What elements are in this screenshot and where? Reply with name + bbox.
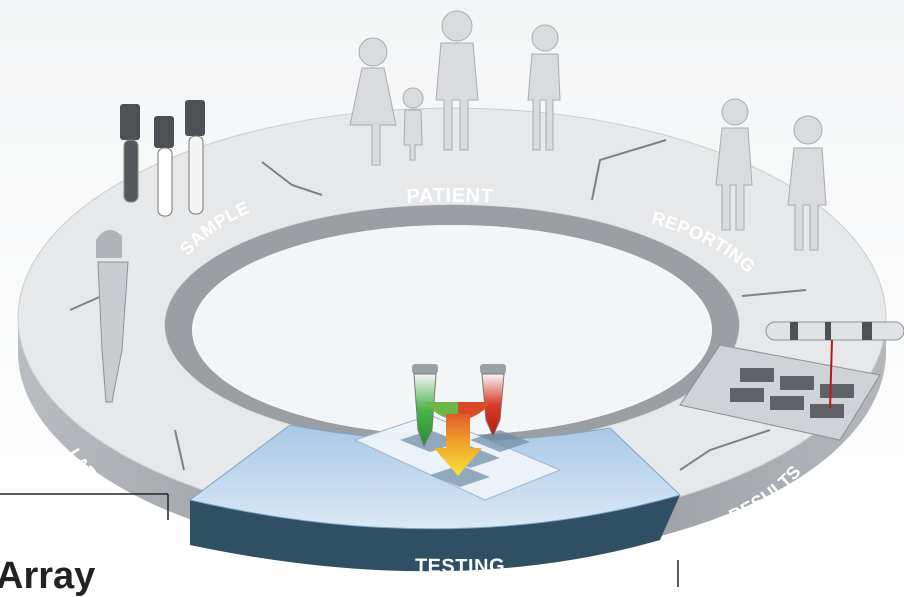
results-slide-icon	[679, 344, 881, 441]
patient-family-icon	[349, 10, 561, 166]
frame-title: Array	[0, 555, 96, 597]
sample-and-reference-tubes-icon	[412, 364, 506, 448]
ring-center	[192, 225, 712, 435]
blood-tubes-icon	[120, 100, 205, 217]
frame-lines	[0, 493, 679, 587]
segment-label-patient: PATIENT	[406, 185, 494, 208]
hybridization-arrow-icon	[424, 402, 492, 476]
eppendorf-tube-icon	[96, 229, 129, 403]
segment-dividers	[69, 139, 807, 471]
segment-label-testing: TESTING	[415, 555, 506, 577]
doctors-icon	[715, 98, 827, 251]
chromosome-icon	[765, 321, 904, 409]
